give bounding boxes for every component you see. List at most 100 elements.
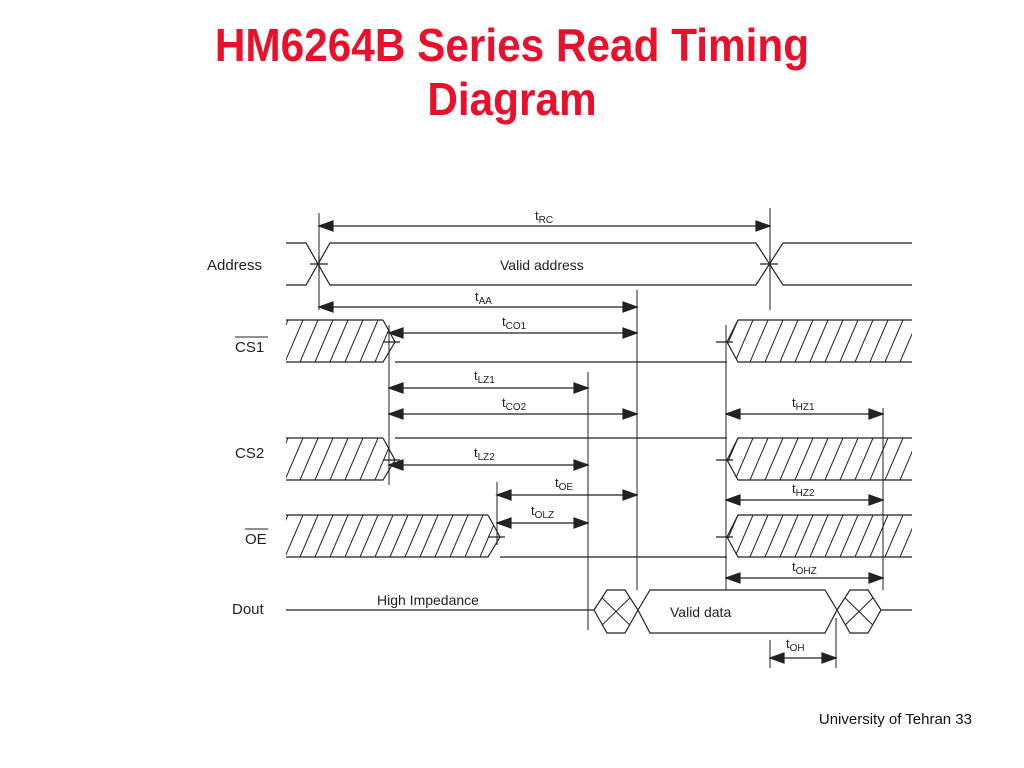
t-oe-label: tOE (555, 475, 573, 493)
t-hz1-arrow (724, 408, 885, 420)
signal-label-cs1: CS1 (235, 339, 264, 356)
hatch-line (930, 438, 948, 480)
signal-label-cs2: CS2 (235, 445, 264, 462)
hatch-line (479, 320, 499, 362)
hatch-line (794, 320, 814, 362)
hatch-line (629, 320, 649, 362)
hatch-line (915, 320, 933, 362)
t-hz2-label: tHZ2 (792, 481, 815, 499)
hatch-line (915, 515, 933, 557)
hatch-line (524, 515, 544, 557)
hatch-line (539, 515, 559, 557)
hatch-line (839, 515, 859, 557)
hatch-line (689, 320, 709, 362)
hatch-line (884, 515, 904, 557)
hatch-line (539, 438, 559, 480)
t-olz-arrow (495, 517, 590, 529)
t-rc-arrow (317, 220, 772, 232)
cs2-hatch (286, 438, 948, 480)
hatch-line (344, 320, 364, 362)
hatch-line (809, 438, 829, 480)
hatch-line (794, 515, 814, 557)
signal-label-dout: Dout (232, 601, 265, 618)
hatch-line (779, 515, 799, 557)
hatch-line (764, 515, 784, 557)
hatch-line (599, 438, 619, 480)
hatch-line (869, 438, 889, 480)
t-ohz-arrow (724, 572, 885, 584)
hatch-line (809, 320, 829, 362)
address-waveform (286, 242, 912, 286)
hatch-line (734, 320, 754, 362)
hatch-line (779, 320, 799, 362)
hatch-line (899, 438, 912, 480)
hatch-line (824, 320, 844, 362)
hatch-line (899, 320, 912, 362)
high-impedance-label: High Impedance (377, 592, 479, 608)
hatch-line (389, 515, 409, 557)
t-ohz-label: tOHZ (792, 559, 817, 577)
hatch-line (704, 438, 724, 480)
t-aa-arrow (317, 301, 639, 313)
hatch-line (824, 515, 844, 557)
valid-address-label: Valid address (500, 257, 584, 273)
hatch-line (299, 438, 319, 480)
hatch-line (644, 438, 664, 480)
hatch-line (689, 438, 709, 480)
hatch-line (374, 438, 394, 480)
hatch-line (344, 515, 364, 557)
hatch-line (359, 438, 379, 480)
hatch-line (659, 515, 679, 557)
hatch-line (479, 515, 499, 557)
hatch-line (584, 320, 604, 362)
hatch-line (419, 320, 439, 362)
hatch-line (614, 320, 634, 362)
hatch-line (659, 438, 679, 480)
hatch-line (434, 438, 454, 480)
t-hz1-label: tHZ1 (792, 395, 815, 413)
hatch-line (764, 438, 784, 480)
hatch-line (539, 320, 559, 362)
hatch-line (449, 438, 469, 480)
t-oe-arrow (495, 489, 639, 501)
hatch-line (734, 438, 754, 480)
t-co1-label: tCO1 (502, 314, 527, 332)
hatch-line (734, 515, 754, 557)
hatch-line (674, 438, 694, 480)
hatch-line (299, 515, 319, 557)
hatch-line (314, 320, 334, 362)
hatch-line (389, 320, 409, 362)
hatch-line (329, 438, 349, 480)
hatch-line (749, 515, 769, 557)
hatch-line (404, 320, 424, 362)
hatch-line (286, 438, 289, 480)
hatch-line (809, 515, 829, 557)
title-line-1: HM6264B Series Read Timing (214, 19, 810, 71)
hatch-line (674, 320, 694, 362)
timing-arrows (317, 220, 885, 664)
hatch-line (704, 515, 724, 557)
hatch-line (884, 438, 904, 480)
cs1-waveform (286, 319, 912, 363)
oe-waveform (286, 514, 912, 558)
hatch-line (374, 320, 394, 362)
hatch-line (899, 515, 912, 557)
valid-data-label: Valid data (670, 604, 731, 620)
hatch-line (644, 515, 664, 557)
t-co2-label: tCO2 (502, 395, 527, 413)
hatch-line (704, 320, 724, 362)
hatch-line (794, 438, 814, 480)
hatch-line (314, 438, 334, 480)
hatch-line (286, 515, 304, 557)
hatch-line (449, 515, 469, 557)
hatch-line (434, 320, 454, 362)
hatch-line (494, 438, 514, 480)
hatch-line (419, 515, 439, 557)
cs2-waveform (286, 437, 912, 481)
hatch-line (419, 438, 439, 480)
t-lz1-arrow (387, 382, 590, 394)
hatch-line (869, 515, 889, 557)
hatch-line (344, 438, 364, 480)
title-line-2: Diagram (427, 73, 597, 125)
